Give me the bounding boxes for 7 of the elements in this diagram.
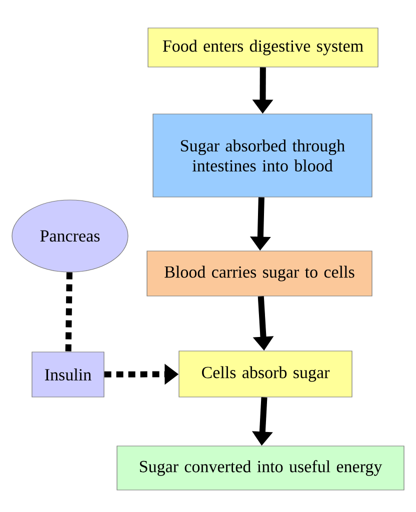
- hormone-box: Insulin: [32, 352, 104, 398]
- dashed-connector: [65, 272, 72, 352]
- process-box: Sugar converted into useful energy: [116, 446, 404, 490]
- process-box: Cells absorb sugar: [178, 350, 352, 398]
- process-box: Food enters digestive system: [148, 28, 378, 68]
- process-box: Sugar absorbed through intestines into blood: [152, 114, 372, 198]
- process-box: Blood carries sugar to cells: [146, 250, 372, 296]
